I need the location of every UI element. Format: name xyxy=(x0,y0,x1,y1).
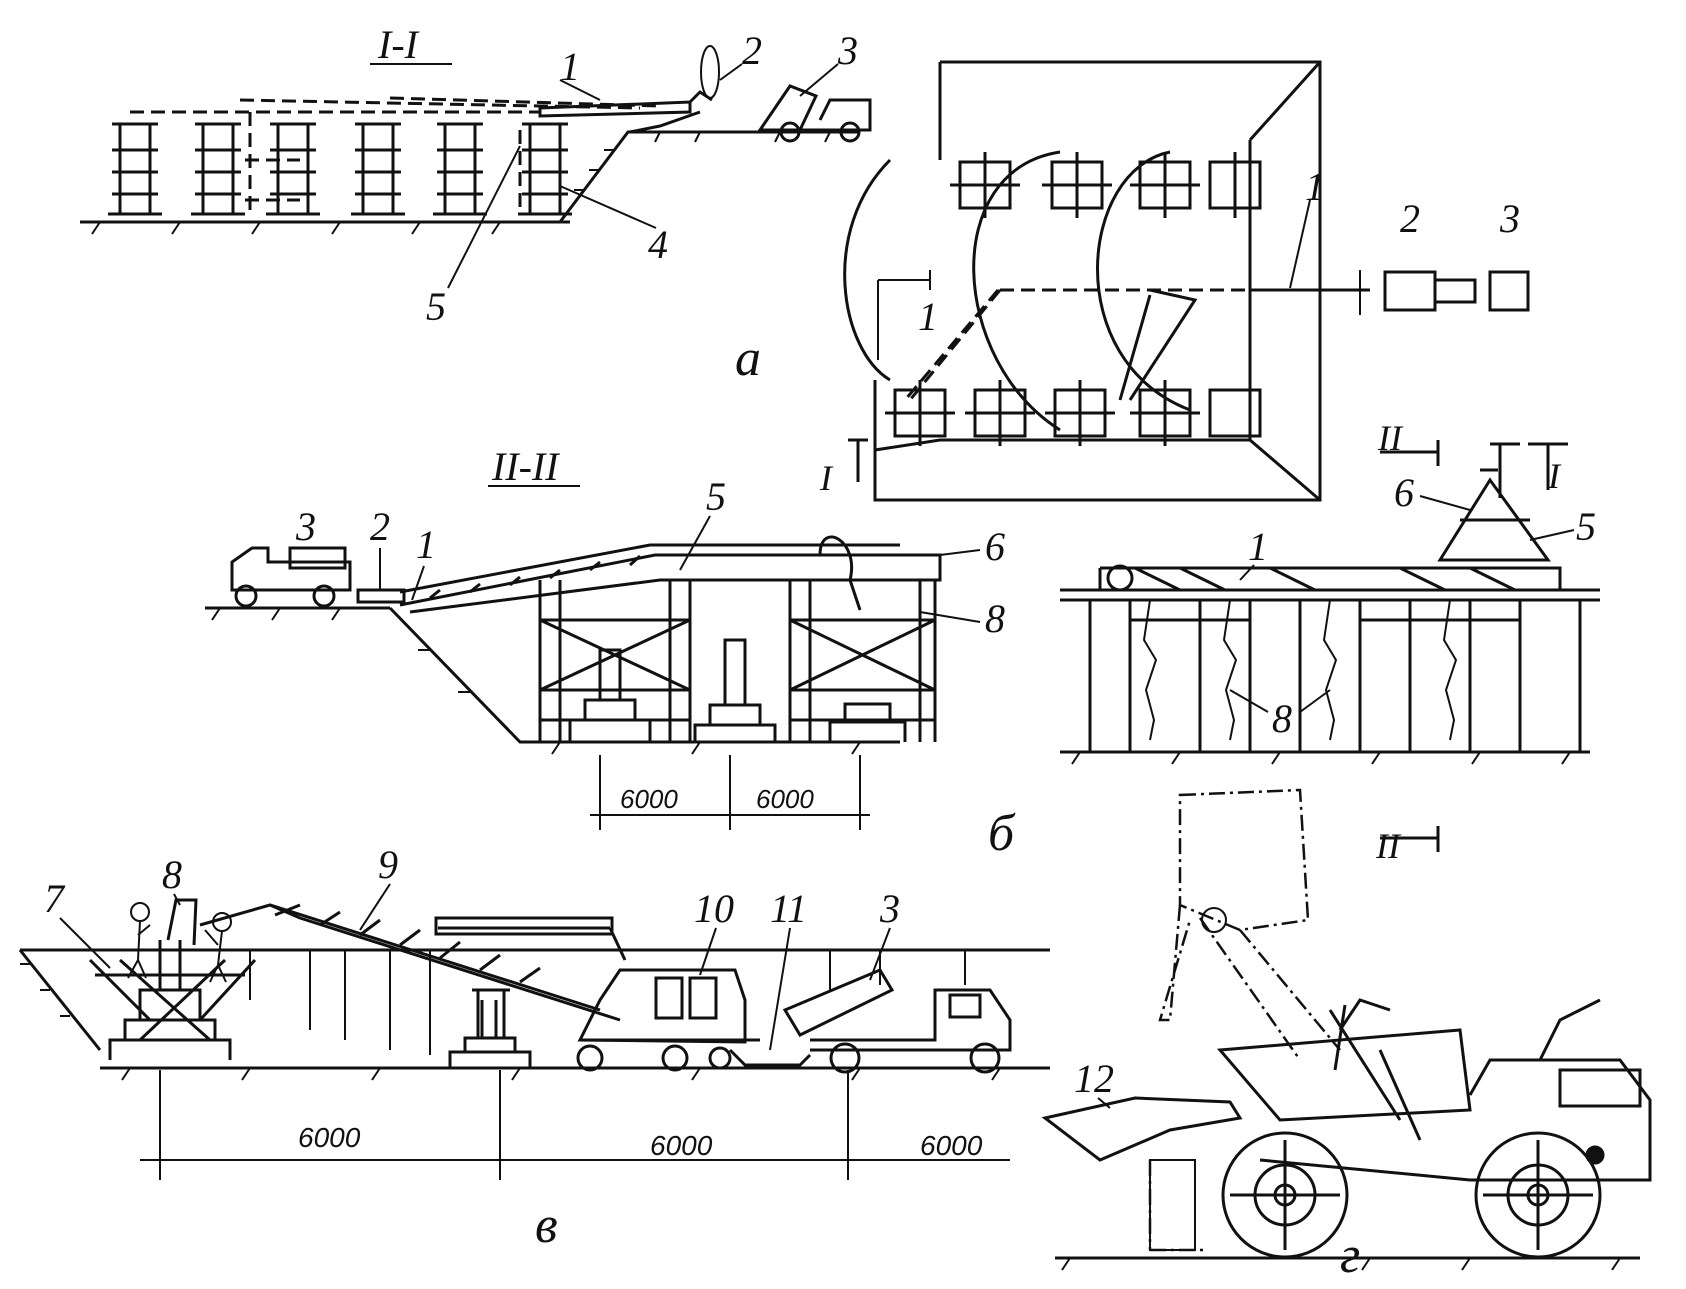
panel-letter-b: б xyxy=(988,805,1016,862)
receiving-hopper-11 xyxy=(728,1048,812,1067)
dim-b-6000-2: 6000 xyxy=(756,784,814,814)
panel-b-section-view: II-II xyxy=(205,444,1005,830)
callout-1-a: 1 xyxy=(560,44,580,89)
bucket-raised-position xyxy=(1158,788,1341,1061)
callout-8-cross: 8 xyxy=(1272,696,1292,741)
panel-v-section-view: 6000 6000 6000 7 8 9 10 11 3 в xyxy=(18,842,1050,1254)
dim-v-6000-1: 6000 xyxy=(298,1122,361,1153)
panel-letter-v: в xyxy=(535,1197,558,1254)
truck-3-b xyxy=(230,546,352,608)
callout-3-a: 3 xyxy=(837,28,858,73)
callout-3-plan: 3 xyxy=(1499,196,1520,241)
chute-and-truck-a xyxy=(538,45,872,143)
dim-v-6000-2: 6000 xyxy=(650,1130,713,1161)
vibrator-2-b xyxy=(356,588,406,604)
callout-6-cross: 6 xyxy=(1394,470,1414,515)
callout-2-a: 2 xyxy=(742,28,762,73)
panel-letter-a: а xyxy=(735,330,761,387)
concrete-pump-vehicle-10 xyxy=(576,968,760,1072)
drop-chutes-8 xyxy=(1142,599,1458,741)
swing-arc-1 xyxy=(843,158,892,382)
swing-arc-2 xyxy=(972,150,1061,432)
dimensions-b xyxy=(590,755,870,830)
hopper-6-cross xyxy=(1437,468,1551,562)
vibrator-hose-6 xyxy=(818,535,862,611)
callout-3-v: 3 xyxy=(879,886,900,931)
callout-1-plan: 1 xyxy=(1305,164,1325,209)
hopper-8-v xyxy=(166,898,198,946)
dimensions-v xyxy=(140,1070,1010,1180)
section-title-II-II: II-II xyxy=(491,444,560,489)
platform-7 xyxy=(88,940,257,1060)
boom-9 xyxy=(199,903,627,1022)
foundations-b xyxy=(568,638,907,742)
panel-g-loader: 12 г xyxy=(1041,788,1652,1284)
section-marker-II-bottom: II xyxy=(1375,826,1402,866)
callout-6-b: 6 xyxy=(985,524,1005,569)
scaffold-frames-b xyxy=(538,580,937,742)
callout-2-b: 2 xyxy=(370,504,390,549)
callout-9-v: 9 xyxy=(378,842,398,887)
section-title-I-I: I-I xyxy=(377,22,420,67)
panel-b-cross-section: II I xyxy=(988,418,1600,866)
callout-10-v: 10 xyxy=(694,886,734,931)
callout-4-a: 4 xyxy=(648,222,668,267)
vibrator-2 xyxy=(700,45,720,99)
callout-11-v: 11 xyxy=(770,886,807,931)
dashed-chute-positions-a xyxy=(130,96,661,214)
inclined-chute-b xyxy=(399,543,942,614)
callout-8-v: 8 xyxy=(162,852,182,897)
callout-2-plan: 2 xyxy=(1400,196,1420,241)
callout-1-cross: 1 xyxy=(1248,524,1268,569)
section-marker-I-left: I xyxy=(819,458,834,498)
callout-5-a: 5 xyxy=(426,284,446,329)
dim-v-6000-3: 6000 xyxy=(920,1130,983,1161)
dim-b-6000-1: 6000 xyxy=(620,784,678,814)
callout-12-g: 12 xyxy=(1074,1056,1114,1101)
columns-row-a xyxy=(108,122,572,216)
callout-3-b: 3 xyxy=(295,504,316,549)
bucket-12 xyxy=(1041,1096,1243,1252)
callout-5-b: 5 xyxy=(706,474,726,519)
platform-cross-section xyxy=(1060,564,1600,602)
callout-5-cross: 5 xyxy=(1576,504,1596,549)
loader-body xyxy=(1216,998,1652,1259)
column-foundation-v xyxy=(448,988,532,1068)
callout-1b-plan: 1 xyxy=(918,294,938,339)
supports-cross xyxy=(1088,600,1582,752)
truck-3-plan xyxy=(1488,270,1530,312)
swing-arc-3 xyxy=(1096,150,1191,412)
callout-8-b: 8 xyxy=(985,596,1005,641)
panel-letter-g: г xyxy=(1340,1227,1360,1284)
dump-truck-3-v xyxy=(782,968,1012,1074)
panel-a-plan-view: 1 2 3 1 I xyxy=(819,60,1530,502)
column-grid-plan xyxy=(885,152,1262,446)
panel-a-section-view: I-I xyxy=(80,22,872,387)
callout-7-v: 7 xyxy=(44,876,66,921)
callout-1-b: 1 xyxy=(416,522,436,567)
section-marker-I-right: I xyxy=(1547,456,1562,496)
vibrator-2-plan xyxy=(1383,270,1437,312)
